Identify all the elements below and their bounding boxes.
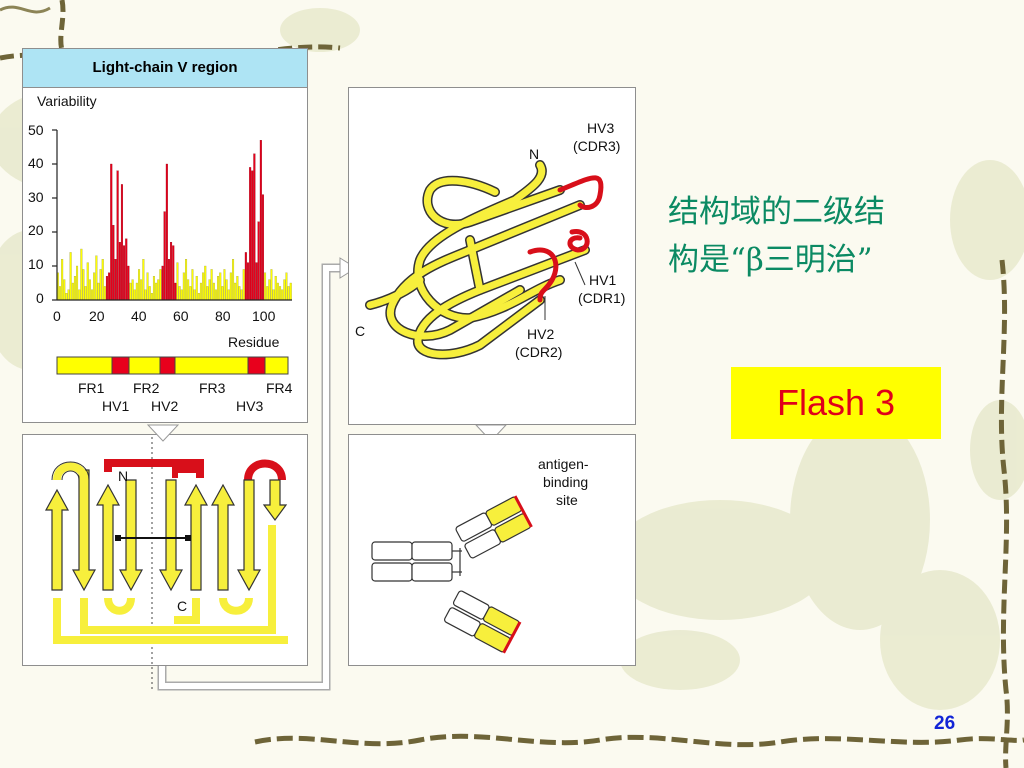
antigen-label-line1: antigen- — [538, 456, 589, 472]
hv-label: HV1 — [102, 398, 130, 414]
flash-animation-link[interactable]: Flash 3 — [731, 367, 941, 439]
hv-loop-right — [244, 459, 286, 481]
hv2-label: HV2 — [527, 326, 555, 342]
hv3-loop — [557, 175, 604, 210]
fc-domain — [371, 562, 413, 582]
fc-domain — [371, 541, 413, 561]
strand-c-label: C — [177, 598, 188, 614]
struct-c-label: C — [355, 323, 366, 339]
region-bar-hv3 — [247, 356, 266, 375]
hv2-loop — [527, 247, 559, 303]
cdr2-label: (CDR2) — [515, 344, 563, 360]
beta-strands — [44, 469, 288, 592]
struct-n-label: N — [529, 146, 540, 162]
hv1-loop — [567, 229, 590, 253]
y-tick-label: 10 — [28, 256, 44, 272]
cdr3-label: (CDR3) — [573, 138, 621, 154]
hv-label: HV2 — [151, 398, 179, 414]
y-tick-label: 40 — [28, 155, 44, 171]
y-tick-label: 50 — [28, 122, 44, 138]
hv3-label: HV3 — [587, 120, 615, 136]
y-axis-label: Variability — [37, 93, 97, 109]
y-tick-label: 20 — [28, 222, 44, 238]
antigen-label-line3: site — [556, 492, 578, 508]
beta-sandwich-caption: 结构域的二级结 构是“β三明治” — [668, 188, 1008, 284]
x-tick-label: 40 — [131, 308, 147, 324]
strand-connectors — [53, 462, 288, 644]
y-tick-label: 0 — [36, 290, 44, 306]
caption-line-2: 构是“β三明治” — [668, 242, 873, 278]
hv-label: HV3 — [236, 398, 264, 414]
fr-label: FR2 — [133, 380, 160, 396]
strand-n-label: N — [118, 468, 129, 484]
flow-arrowhead-down-right — [474, 424, 508, 442]
page-number: 26 — [934, 713, 956, 734]
x-tick-label: 20 — [89, 308, 105, 324]
x-tick-label: 0 — [53, 308, 61, 324]
domain-structure-panel — [348, 87, 636, 425]
fc-domain — [411, 541, 453, 561]
hv-loop-mid — [172, 467, 200, 478]
region-bar-hv2 — [159, 356, 176, 375]
y-tick-label: 30 — [28, 189, 44, 205]
fr-label: FR3 — [199, 380, 226, 396]
caption-line-1: 结构域的二级结 — [668, 194, 885, 230]
x-tick-label: 60 — [173, 308, 189, 324]
y-ticks — [52, 129, 57, 301]
cdr1-label: (CDR1) — [578, 290, 626, 306]
antigen-label-line2: binding — [543, 474, 589, 490]
fr-label: FR4 — [266, 380, 293, 396]
x-axis-label: Residue — [228, 334, 280, 350]
flow-arrowhead-down-left — [146, 424, 180, 442]
hv1-label: HV1 — [589, 272, 617, 288]
region-bar-hv1 — [111, 356, 130, 375]
fr-label: FR1 — [78, 380, 105, 396]
chart-title: Light-chain V region — [22, 48, 308, 88]
hv-leader-lines — [544, 261, 586, 320]
x-tick-label: 80 — [215, 308, 231, 324]
x-tick-label: 100 — [252, 308, 276, 324]
fc-domain — [411, 562, 453, 582]
